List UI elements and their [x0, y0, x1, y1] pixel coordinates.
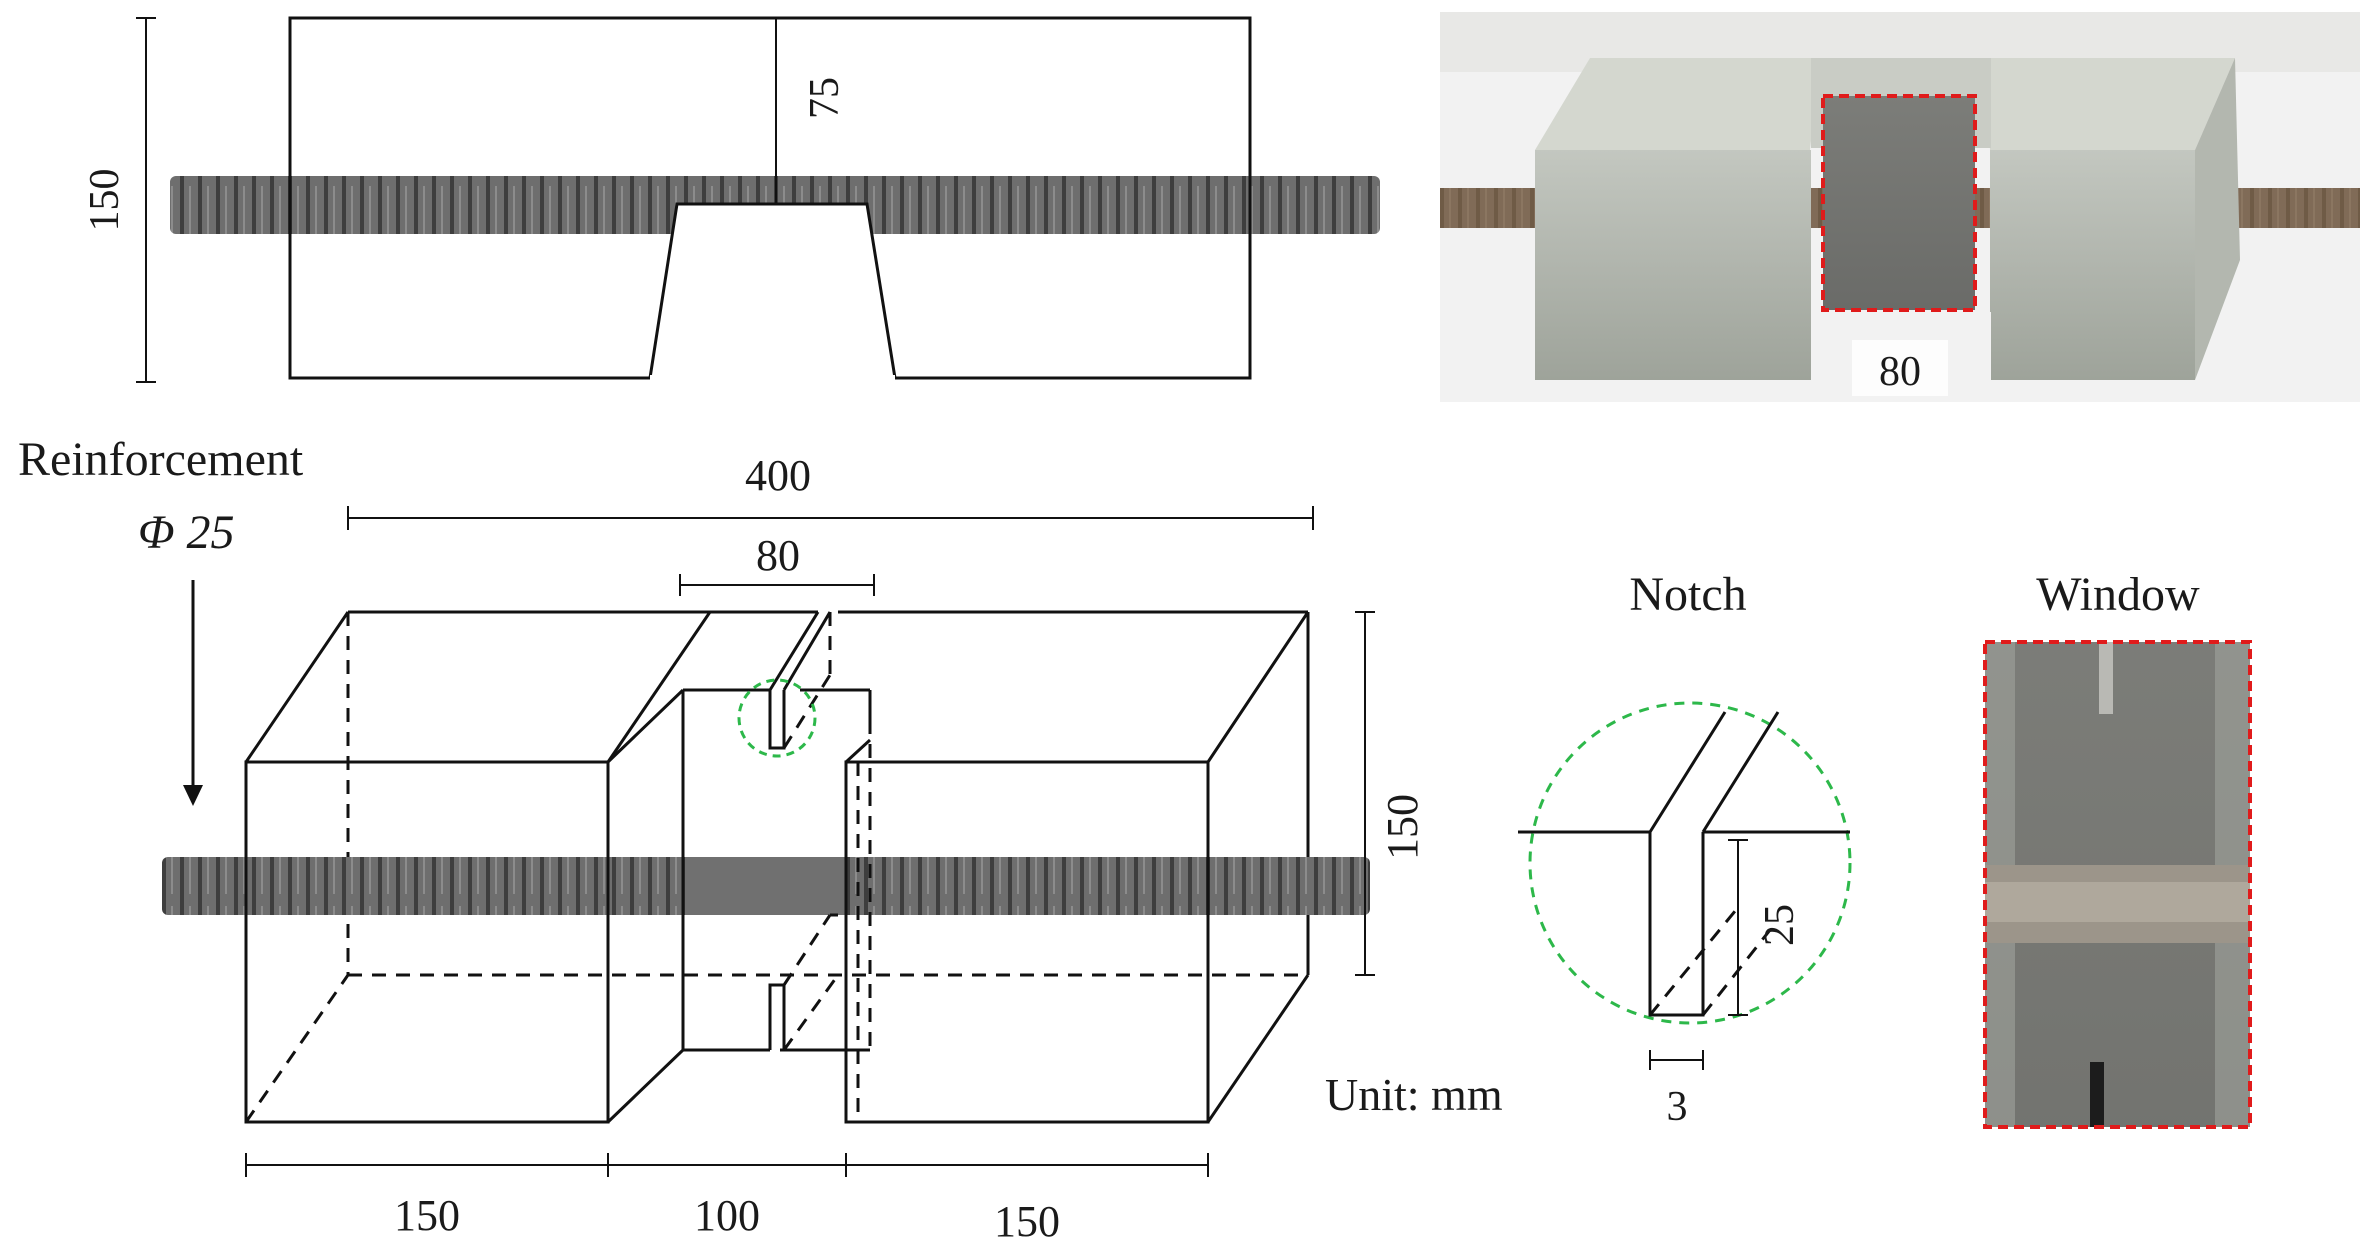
notch-highlight-circle [737, 678, 817, 758]
side-notch-cutout [650, 204, 895, 380]
side-view: 75 150 [82, 16, 1380, 383]
length-label: 400 [745, 451, 811, 500]
rebar-label-line1: Reinforcement [18, 433, 304, 486]
side-notch-edges [648, 202, 897, 379]
photo-width-label: 80 [1879, 349, 1921, 395]
segment-label-middle: 100 [694, 1191, 760, 1240]
segment-label-right: 150 [994, 1197, 1060, 1246]
photo-window-box [1821, 94, 1977, 312]
iso-height-label: 150 [1378, 794, 1427, 860]
iso-view: Reinforcement Φ 25 400 80 [18, 433, 1427, 1246]
notch-detail: Notch 25 3 [1518, 568, 1852, 1130]
window-detail: Window [1983, 568, 2252, 1129]
window-frame [1983, 640, 2252, 1129]
notch-spacing-label: 80 [756, 531, 800, 580]
notch-width-label: 3 [1667, 1084, 1688, 1130]
notch-depth-label: 25 [1757, 904, 1803, 946]
notch-title: Notch [1629, 568, 1746, 621]
side-depth-label: 75 [802, 77, 848, 119]
window-title: Window [2036, 568, 2200, 621]
side-height-label: 150 [82, 169, 128, 232]
right-block-front [844, 760, 1210, 1124]
left-block-front [244, 760, 610, 1124]
unit-label: Unit: mm [1325, 1069, 1503, 1120]
segment-label-left: 150 [394, 1191, 460, 1240]
specimen-photo: 80 [1440, 12, 2360, 402]
rebar-label-line2: Φ 25 [138, 506, 235, 559]
notch-detail-circle [1528, 701, 1852, 1025]
